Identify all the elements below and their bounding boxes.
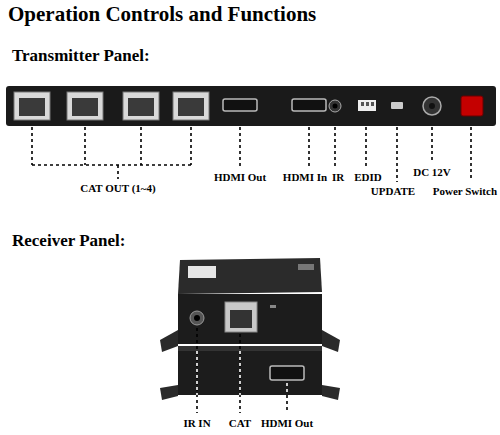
leader-line [431, 127, 433, 163]
leader-line [32, 127, 191, 179]
ir-jack [329, 100, 341, 112]
leader-line [239, 334, 241, 413]
port-label: HDMI Out [261, 417, 313, 430]
leader-line [286, 383, 288, 413]
section-heading: Transmitter Panel: [12, 46, 150, 66]
dip-switch [358, 100, 376, 111]
rj45-slot [128, 98, 154, 116]
rj45-port [173, 92, 209, 120]
dip-lever [371, 102, 374, 106]
rj45-slot [178, 98, 204, 116]
port-label: CAT OUT (1~4) [80, 182, 155, 195]
port-label: CAT [229, 417, 251, 430]
rj45-port [14, 92, 50, 120]
leader-line [239, 351, 241, 395]
leader-line [470, 127, 472, 181]
ir-jack-hole [333, 104, 338, 109]
port-label: EDID [354, 171, 382, 184]
leader-line [286, 383, 288, 395]
receiver-unit [160, 258, 340, 400]
lower-front [178, 351, 322, 395]
logo-plate [188, 266, 216, 278]
rj45-port [225, 302, 257, 332]
dc-jack [423, 97, 441, 115]
ir-jack [190, 311, 204, 325]
port-label: Power Switch [433, 185, 497, 198]
port-label: HDMI Out [214, 171, 266, 184]
lower-top [178, 346, 322, 351]
dc-jack-pin [429, 103, 435, 109]
leader-line [239, 127, 241, 168]
ir-jack-hole [194, 315, 200, 321]
mini-usb-port [391, 102, 403, 109]
leader-lines [197, 328, 287, 413]
rj45-port [67, 92, 103, 120]
mounting-flange [160, 330, 178, 352]
section-heading: Receiver Panel: [12, 231, 125, 251]
receiver-front [178, 294, 322, 344]
port-label: IR [332, 171, 344, 184]
page-title: Operation Controls and Functions [8, 2, 316, 26]
port-label: DC 12V [413, 166, 451, 179]
status-led [270, 305, 276, 308]
receiver-top [178, 258, 322, 294]
port-label: IR IN [183, 417, 210, 430]
leader-line [308, 127, 310, 168]
hdmi-port [223, 99, 257, 111]
mounting-flange [322, 385, 340, 400]
leader-line [365, 127, 367, 168]
rj45-slot [19, 98, 45, 116]
leader-line [196, 328, 198, 413]
leader-line [334, 127, 336, 168]
rj45-ports [14, 92, 209, 120]
dip-lever [361, 102, 364, 106]
power-switch [461, 96, 483, 116]
hdmi-port [292, 99, 326, 111]
logo-plate [298, 264, 314, 270]
mounting-flange [160, 385, 178, 400]
mounting-flange [322, 330, 340, 352]
leader-line [196, 351, 198, 395]
hdmi-port [270, 366, 304, 380]
transmitter-housing [6, 86, 496, 126]
rj45-port [123, 92, 159, 120]
rj45-slot [72, 98, 98, 116]
port-label: UPDATE [371, 185, 415, 198]
leader-line [396, 127, 398, 182]
rj45-slot [230, 310, 252, 328]
dip-lever [366, 102, 369, 106]
port-label: HDMI In [283, 171, 327, 184]
